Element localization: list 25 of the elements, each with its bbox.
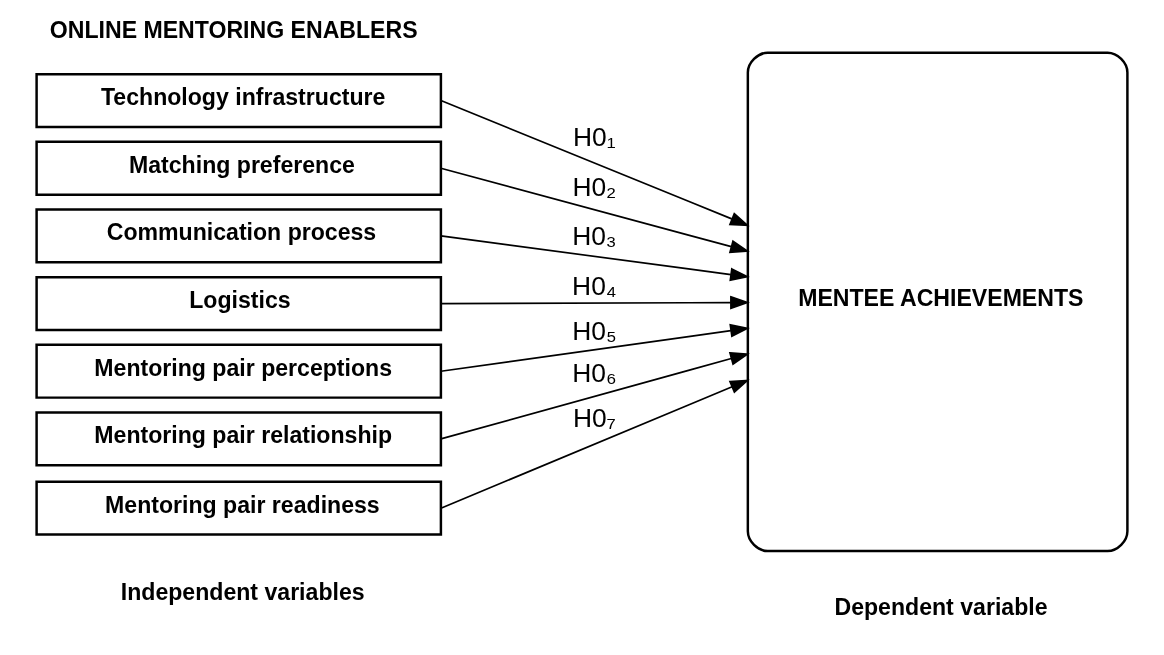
- edge-label: H0₂: [572, 171, 617, 202]
- node-box: Logistics: [35, 275, 443, 332]
- edge-label: H0₁: [573, 122, 616, 153]
- label: Independent variables: [120, 579, 365, 606]
- edge-label: H0₅: [572, 315, 617, 346]
- node-box: MENTEE ACHIEVEMENTS: [746, 51, 1129, 553]
- edge-label: H0₆: [572, 358, 617, 389]
- node-box: Mentoring pair relationship: [35, 411, 443, 467]
- node-box: Communication process: [35, 208, 443, 264]
- node-box: Mentoring pair readiness: [35, 480, 443, 536]
- arrow: [440, 295, 750, 310]
- arrow: [440, 352, 750, 440]
- arrow: [440, 167, 750, 254]
- node-box: Mentoring pair perceptions: [35, 343, 443, 399]
- diagram-title: ONLINE MENTORING ENABLERS: [49, 17, 418, 44]
- arrow: [440, 323, 750, 373]
- edge-label: H0₃: [572, 221, 617, 252]
- arrow: [440, 379, 750, 510]
- label: Dependent variable: [834, 593, 1048, 620]
- arrow: [440, 235, 750, 282]
- edge-label: H0₄: [572, 270, 617, 301]
- edge-label: H0₇: [572, 403, 616, 434]
- node-box: Technology infrastructure: [35, 72, 443, 129]
- node-box: Matching preference: [35, 140, 443, 196]
- arrow: [440, 99, 750, 227]
